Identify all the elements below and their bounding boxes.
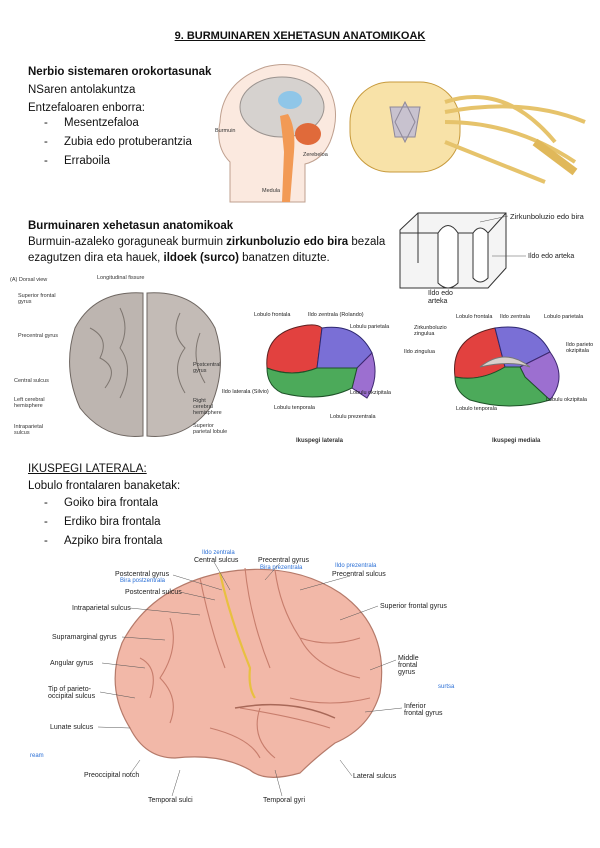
lateral-cortex-illustration [114,567,383,778]
big-bottom-label: Temporal gyri [263,797,306,804]
big-left-label: Postcentral sulcus [125,589,182,596]
medial-label: Lobulo tenporala [456,406,497,412]
lateral-label: Lobulu tenporala [274,405,315,411]
section1-line2: Entzefaloaren enborra: [28,102,145,114]
list-item: Goiko bira frontala [28,497,162,516]
big-left-label: Postcentral gyrus [115,571,170,578]
big-bottom-label: Temporal sulci [148,797,193,804]
big-left-label: Lunate sulcus [50,724,94,731]
list-item: Zubia edo protuberantzia [28,136,192,155]
fold-label-gyrus: Zirkunboluzio edo bira [510,212,584,221]
lateral-label: Lobulu prezentrala [330,414,376,420]
section2-heading: Burmuinaren xehetasun anatomikoak [28,220,234,232]
section2-text-line1: Burmuin-azaleko goraguneak burmuin zirku… [28,236,386,248]
dorsal-left-label: Superior frontal gyrus [18,293,56,305]
section1-heading: Nerbio sistemaren orokortasunak [28,66,212,78]
list-item: Erdiko bira frontala [28,516,162,535]
dorsal-top-label: Longitudinal fissure [97,275,145,281]
big-top-label: Precentral gyrus [258,557,309,564]
dorsal-view-label: (A) Dorsal view [10,277,48,283]
spinal-cord-illustration [349,81,586,184]
dorsal-left-label: Intraparietal sulcus [14,424,44,436]
big-left-label: Supramarginal gyrus [52,634,117,641]
medial-caption: Ikuspegi mediala [492,438,541,444]
lateral-label: Ildo zentrala (Rolando) [308,312,364,318]
dorsal-left-label: Precentral gyrus [18,333,59,339]
lateral-label: Lobulu parietala [350,324,390,330]
list-item: Azpiko bira frontala [28,535,162,554]
gyrus-sulcus-diagram [399,212,507,289]
big-blue-label: surtsa [438,684,455,690]
big-right-label: Superior frontal gyrus [380,603,447,610]
big-blue-label: Bira postzentrala [120,578,166,584]
big-blue-label: Ildo prezentrala [335,563,377,569]
dorsal-right-label: Postcentral gyrus [193,362,221,374]
medial-label: Zirkunboluzio zingulua [414,325,447,337]
big-top-label: Central sulcus [194,557,239,564]
section3-line1: Lobulo frontalaren banaketak: [28,480,181,492]
medial-lobes-illustration [454,326,560,407]
section1-line1: NSaren antolakuntza [28,84,136,96]
medial-label: Lobulu okzipitala [546,397,587,403]
big-blue-label: Ildo zentrala [202,550,235,556]
head-label: Zerebeloa [303,152,328,158]
head-label: Burmuin [215,128,236,134]
lateral-label: Lobulo frontala [254,312,291,318]
big-left-label: Preoccipital notch [84,772,140,779]
big-right-label: Inferior frontal gyrus [404,703,443,717]
head-label: Medula [262,188,281,194]
lateral-caption: Ikuspegi laterala [296,438,344,444]
head-sagittal-illustration [218,64,336,203]
section2-text-line2: ezagutzen dira eta hauek, ildoek (surco)… [28,252,330,264]
medial-label: Ildo zingulua [404,349,435,355]
dorsal-right-label: Superior parietal lobule [193,423,228,435]
section1-list: Mesentzefaloa Zubia edo protuberantzia E… [28,117,192,174]
medial-label: Lobulo parietala [544,314,584,320]
big-left-label: Intraparietal sulcus [72,605,131,612]
big-blue-label: ream [30,753,44,759]
section3-list: Goiko bira frontala Erdiko bira frontala… [28,497,162,554]
medial-label: Lobulo frontala [456,314,493,320]
fold-label-sulcus: Ildo edo arteka [528,253,575,260]
list-item: Mesentzefaloa [28,117,192,136]
dorsal-left-label: Central sulcus [14,378,49,384]
big-left-label: Tip of parieto-occipital sulcus [48,686,96,700]
section3-heading: IKUSPEGI LATERALA: [28,463,147,475]
lateral-label: Ildo laterala (Silvio) [222,389,269,395]
page-title: 9. BURMUINAREN XEHETASUN ANATOMIKOAK [174,30,426,42]
lateral-lobes-illustration [266,324,376,399]
big-blue-label: Bira prezentrala [260,565,303,571]
big-right-label: Lateral sulcus [353,773,397,780]
fold-label-fissure: Ildo edo arteka [428,290,453,305]
big-top-label: Precentral sulcus [332,571,386,578]
medial-label: Ildo zentrala [500,314,530,320]
dorsal-left-label: Left cerebral hemisphere [14,397,45,409]
lateral-label: Lobulu okzipitala [350,390,391,396]
big-right-label: Middle frontal gyrus [398,655,419,676]
dorsal-right-label: Right cerebral hemisphere [193,398,222,416]
big-left-label: Angular gyrus [50,660,94,667]
list-item: Erraboila [28,155,192,174]
dorsal-brain-illustration [69,292,221,437]
medial-label: Ildo parieto okzipitala [566,342,594,354]
